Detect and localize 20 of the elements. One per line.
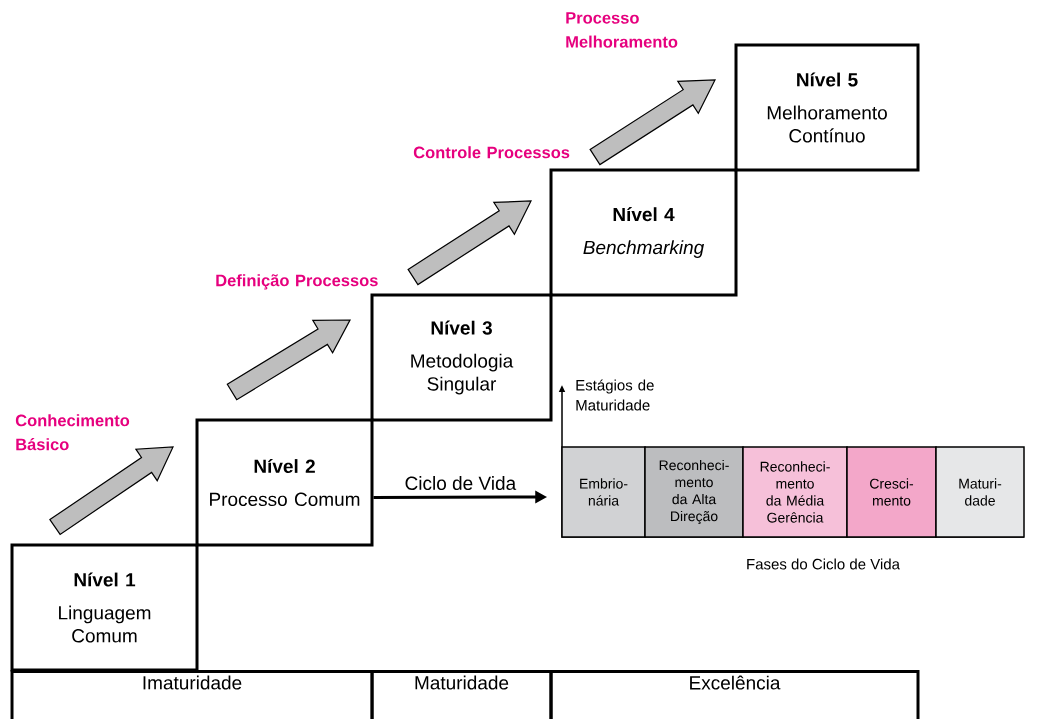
level-box: Nível 4 Benchmarking [549, 168, 738, 297]
stage-label: Conhecimento Básico [15, 414, 130, 451]
phase-band: Maturidade [370, 670, 553, 719]
level-box: Nível 3 Metodologia Singular [370, 293, 553, 422]
level-box: Nível 5 Melhoramento Contínuo [734, 43, 920, 172]
level-box: Nível 2 Processo Comum [195, 418, 374, 547]
axis-label: Fases do Ciclo de Vida [747, 558, 900, 570]
phase-cell: Embrio- nária [561, 446, 646, 538]
phase-band: Imaturidade [10, 670, 374, 719]
axis-label: Estágios de Maturidade [576, 379, 654, 411]
stage-label: Processo Melhoramento [566, 12, 678, 48]
phase-cell: Reconheci- mento da Média Gerência [742, 446, 848, 538]
phase-cell: Maturi- dade [935, 446, 1025, 538]
phase-cell: Reconheci- mento da Alta Direção [644, 446, 744, 538]
level-box: Nível 1 Linguagem Comum [10, 543, 199, 672]
phase-cell: Cresci- mento [846, 446, 937, 538]
stage-label: Definição Processos [216, 274, 378, 290]
stage-label: Controle Processos [413, 146, 570, 159]
edge-label: Ciclo de Vida [403, 475, 518, 492]
phase-band: Excelência [549, 670, 920, 719]
